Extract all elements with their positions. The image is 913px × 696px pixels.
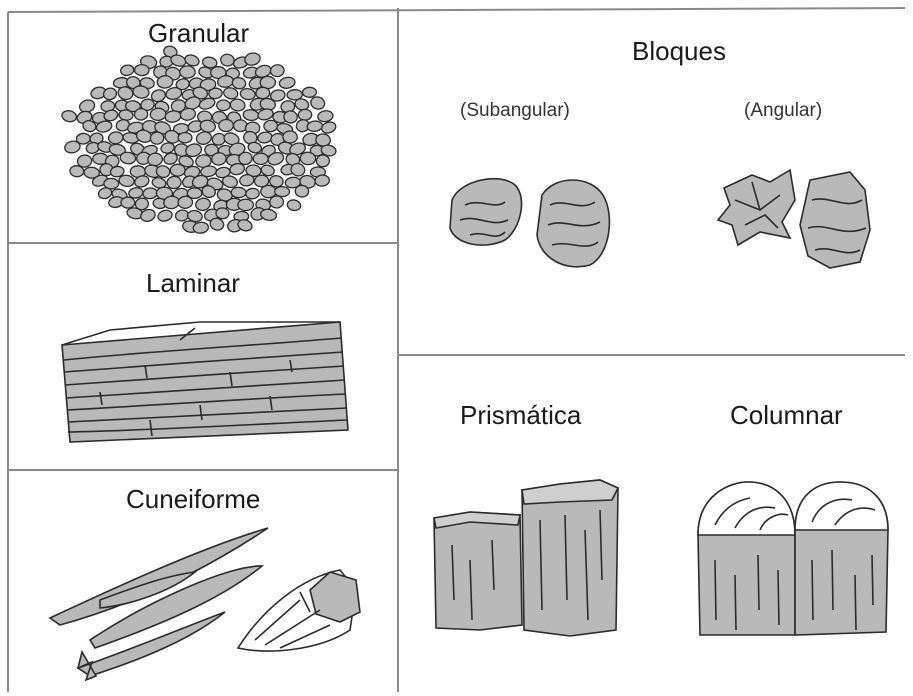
granule (253, 153, 268, 164)
bloques-subangular-label: (Subangular) (460, 100, 570, 122)
laminar-structure-drawing (62, 322, 348, 442)
laminar-title: Laminar (146, 268, 240, 299)
bloques-subangular-drawing (450, 179, 609, 267)
granule (264, 120, 278, 132)
granule (315, 174, 330, 186)
granule (298, 109, 312, 120)
granule (286, 199, 301, 212)
granule (220, 53, 235, 66)
granule (238, 199, 254, 211)
granule (121, 197, 135, 208)
granule (231, 187, 246, 198)
granule (307, 120, 323, 132)
granular-title: Granular (148, 18, 249, 49)
granule (295, 185, 309, 198)
granule (260, 208, 278, 222)
granule (275, 186, 290, 196)
granule (317, 110, 334, 123)
prismatica-structure-drawing (434, 480, 618, 636)
granule (108, 131, 124, 145)
granule (178, 196, 193, 209)
columnar-structure-drawing (698, 482, 888, 635)
granule (279, 76, 296, 89)
granule (217, 100, 231, 111)
cuneiforme-title: Cuneiforme (126, 484, 260, 515)
granule (320, 120, 337, 135)
bloques-title: Bloques (632, 36, 726, 67)
granule (216, 208, 229, 219)
granule (134, 64, 149, 75)
granule (178, 132, 192, 143)
granule (270, 64, 285, 78)
granule (302, 87, 316, 97)
granule (256, 87, 270, 99)
granule (167, 176, 182, 189)
granule (180, 66, 196, 79)
prismatica-title: Prismática (460, 400, 581, 431)
granule (170, 164, 185, 177)
granule (257, 131, 273, 144)
granular-structure-drawing (61, 44, 337, 233)
bloques-angular-drawing (718, 170, 870, 268)
granule (269, 195, 284, 208)
granule (61, 109, 78, 123)
granule (245, 188, 260, 200)
granule (218, 119, 233, 132)
granule (142, 187, 157, 199)
granule (300, 152, 316, 166)
cuneiforme-structure-drawing (50, 528, 360, 680)
granule (283, 131, 298, 144)
bloques-angular-label: (Angular) (744, 100, 822, 122)
columnar-title: Columnar (730, 400, 843, 431)
granule (230, 98, 246, 112)
granule (239, 87, 256, 100)
granule (150, 108, 166, 121)
granule (157, 209, 174, 223)
granule (120, 64, 135, 77)
granule (316, 155, 330, 168)
